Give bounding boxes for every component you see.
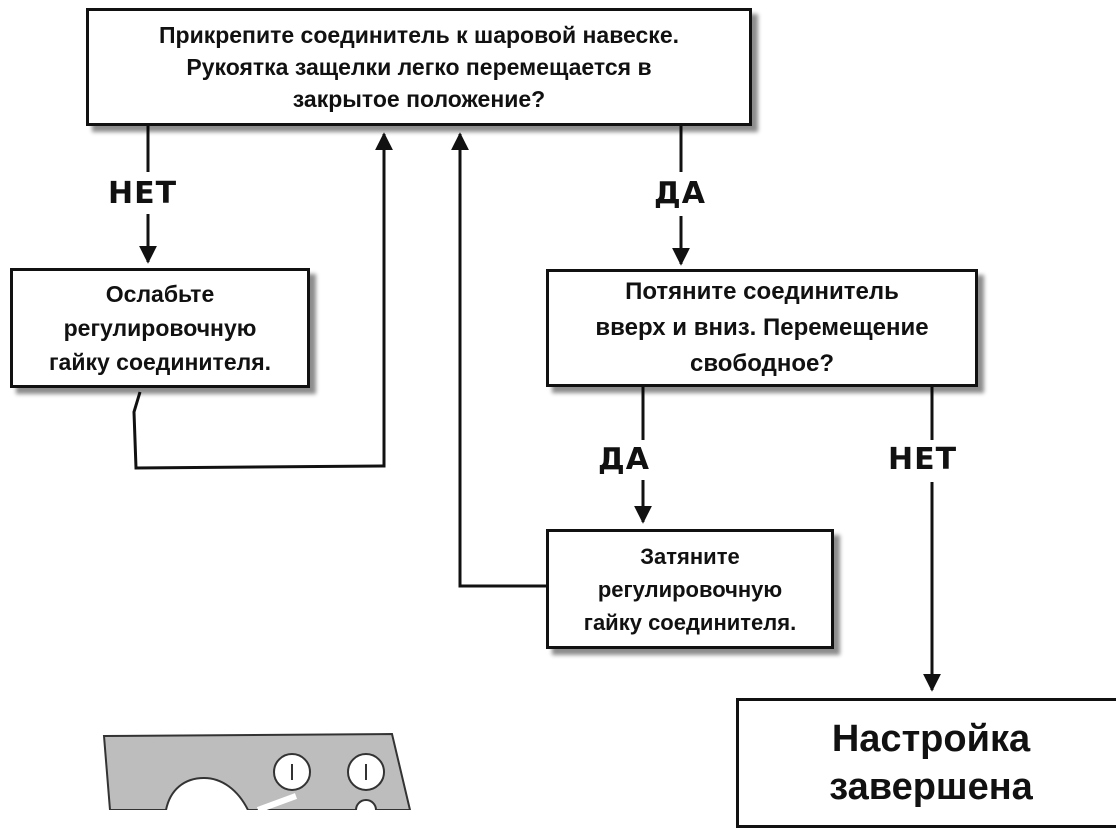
label-yes-mid: ДА [596, 442, 652, 477]
edge-tighten-return [451, 132, 546, 588]
question-latch-box: Прикрепите соединитель к шаровой навеске… [86, 8, 752, 126]
label-no-right: НЕТ [886, 442, 960, 477]
flow-connectors [102, 126, 941, 810]
adjustment-complete-box: Настройка завершена [736, 698, 1116, 828]
tighten-nut-box: Затяните регулировочную гайку соединител… [546, 529, 834, 649]
loosen-nut-box: Ослабьте регулировочную гайку соединител… [10, 268, 310, 388]
edge-loosen-return [132, 132, 393, 470]
question-movement-box: Потяните соединитель вверх и вниз. Перем… [546, 269, 978, 387]
label-no-left: НЕТ [106, 176, 180, 211]
latch-bracket-drawing [102, 732, 412, 810]
label-yes-top: ДА [652, 176, 708, 211]
